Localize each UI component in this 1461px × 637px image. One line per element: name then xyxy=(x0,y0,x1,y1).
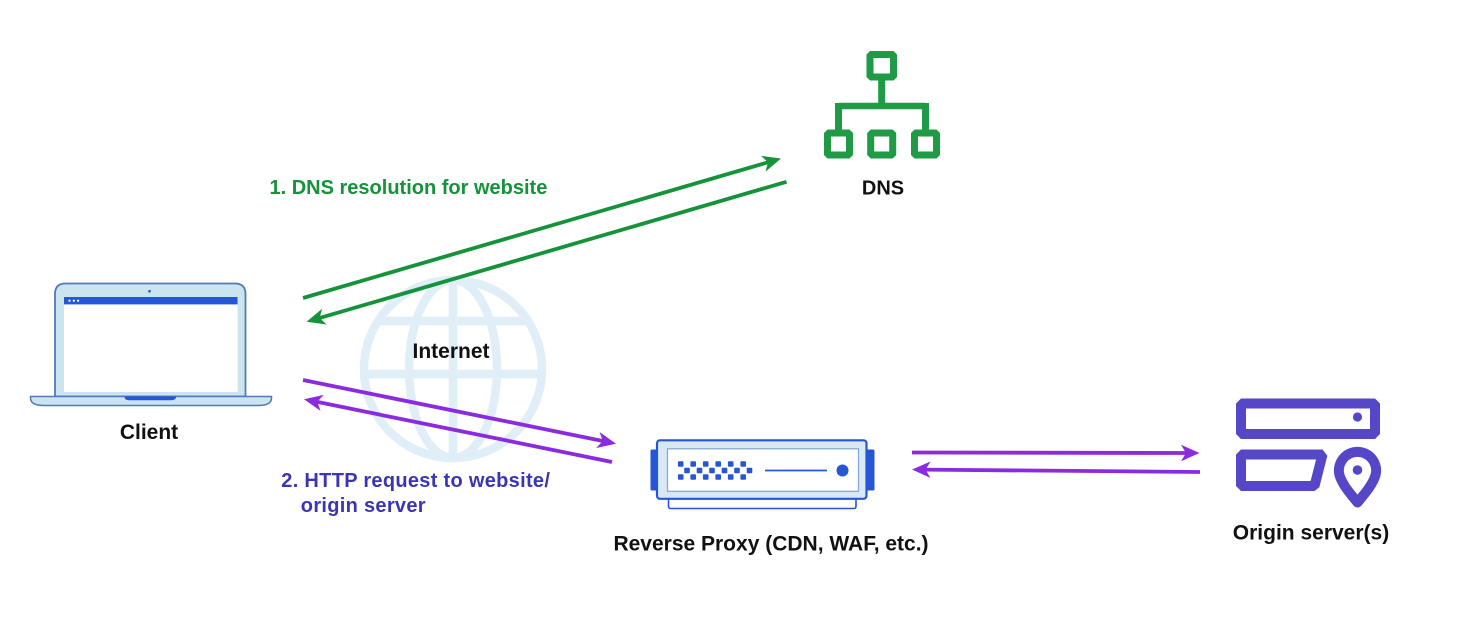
svg-text:origin server: origin server xyxy=(301,495,426,517)
svg-text:Internet: Internet xyxy=(412,340,489,363)
svg-text:DNS: DNS xyxy=(862,178,904,200)
svg-text:Reverse Proxy (CDN, WAF, etc.): Reverse Proxy (CDN, WAF, etc.) xyxy=(613,533,928,556)
svg-text:2. HTTP request to website/: 2. HTTP request to website/ xyxy=(281,470,550,492)
svg-text:1. DNS resolution for website: 1. DNS resolution for website xyxy=(270,177,548,199)
svg-text:Client: Client xyxy=(120,421,178,444)
svg-text:Origin server(s): Origin server(s) xyxy=(1233,522,1389,545)
